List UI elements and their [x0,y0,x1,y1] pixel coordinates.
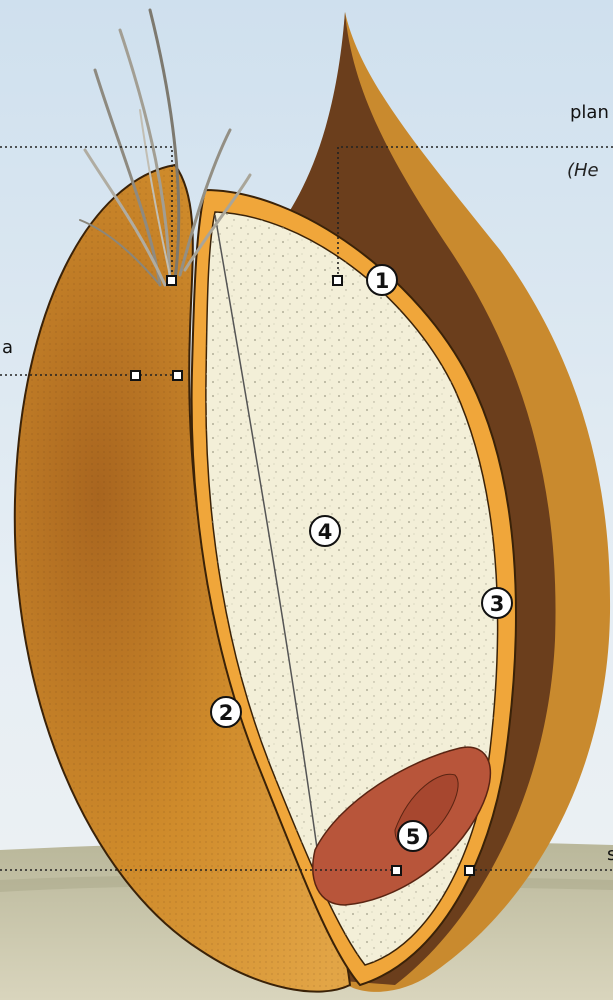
svg-text:3: 3 [490,592,505,616]
svg-text:2: 2 [219,701,234,725]
label-s-cut: s [607,844,613,865]
label-he-italic: (He [567,160,599,181]
callout-1: 1 [367,265,397,295]
label-plan: plan [570,102,609,123]
callout-2: 2 [211,697,241,727]
callout-4: 4 [310,516,340,546]
callout-3: 3 [482,588,512,618]
svg-text:5: 5 [406,825,421,849]
callout-5: 5 [398,821,428,851]
label-a: a [2,337,13,358]
svg-text:1: 1 [375,269,390,293]
svg-text:4: 4 [318,520,333,544]
